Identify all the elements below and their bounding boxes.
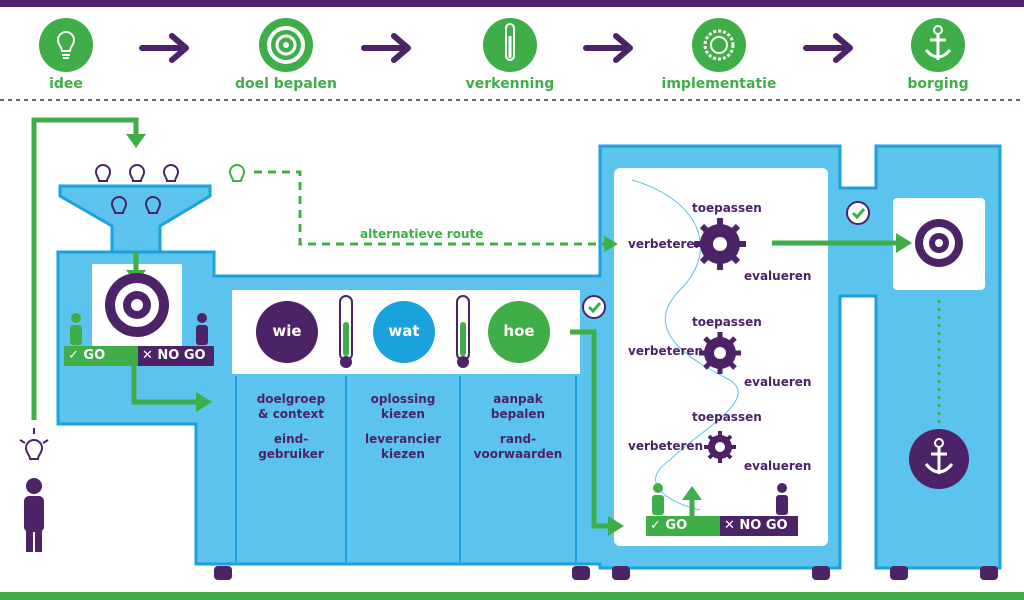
go-bar-2 [646,516,720,536]
column-dividers [235,376,577,562]
machine-feet [214,566,998,580]
step-borging-icon [911,18,965,72]
gear-icon-2 [699,332,741,374]
gear-icon-3 [704,431,736,463]
cycle-improve-3: verbeteren [628,439,704,453]
nogo-label-2: ✕ NO GO [724,518,788,533]
alternative-route-label: alternatieve route [360,227,484,241]
hoe-circle [488,301,550,363]
step-label-idee: idee [49,76,83,92]
hoe-label: hoe [503,322,535,340]
thermometer-icon [339,295,353,368]
step-label-doel: doel bepalen [234,76,338,92]
person-go-icon [70,313,82,345]
person-nogo-icon [196,313,208,345]
lightbulb-group-icon [94,164,180,214]
step-label-borging: borging [907,76,969,92]
check-icon [582,295,606,319]
step-label-verkenning: verkenning [465,76,555,92]
alt-lightbulb-icon [228,164,246,182]
gear-icon-1 [694,218,746,270]
target-icon [105,273,169,337]
go-label-2: ✓ GO [650,518,688,533]
step-doel-icon [259,18,313,72]
cycle-evaluate-3: evalueren [744,459,812,473]
step-label-implementatie: implementatie [661,76,777,92]
step-idee-icon [39,18,93,72]
cycle-apply-2: toepassen [692,315,762,329]
nogo-bar [138,346,214,366]
person-go-icon-2 [652,483,664,515]
step-arrows [139,33,853,63]
cycle-apply-1: toepassen [692,201,762,215]
step-implementatie-icon [692,18,746,72]
cycle-apply-3: toepassen [692,410,762,424]
idea-path [31,117,139,420]
wat-circle [373,301,435,363]
thermometer-icon-2 [456,295,470,368]
go-bar [64,346,138,366]
cycle-improve-1: verbeteren [628,237,704,251]
funnel [58,184,212,254]
anchor-icon [909,429,969,489]
cycle-evaluate-2: evalueren [744,375,812,389]
goal-target-icon [915,219,963,267]
bottom-border [0,592,1024,600]
wat-label: wat [388,322,420,340]
cycle-evaluate-1: evalueren [744,269,812,283]
nogo-label: ✕ NO GO [142,348,206,363]
wie-circle [256,301,318,363]
person-nogo-icon-2 [776,483,788,515]
step-verkenning-icon [483,18,537,72]
alternative-route-line [254,170,608,246]
check-icon-2 [846,201,870,225]
idea-person-icon [19,428,49,552]
column-wie-text: doelgroep& context eind-gebruiker [256,392,326,461]
top-border [0,0,1024,7]
nogo-bar-2 [720,516,798,536]
go-label: ✓ GO [68,348,106,363]
cycle-improve-2: verbeteren [628,344,704,358]
wie-label: wie [272,322,302,340]
